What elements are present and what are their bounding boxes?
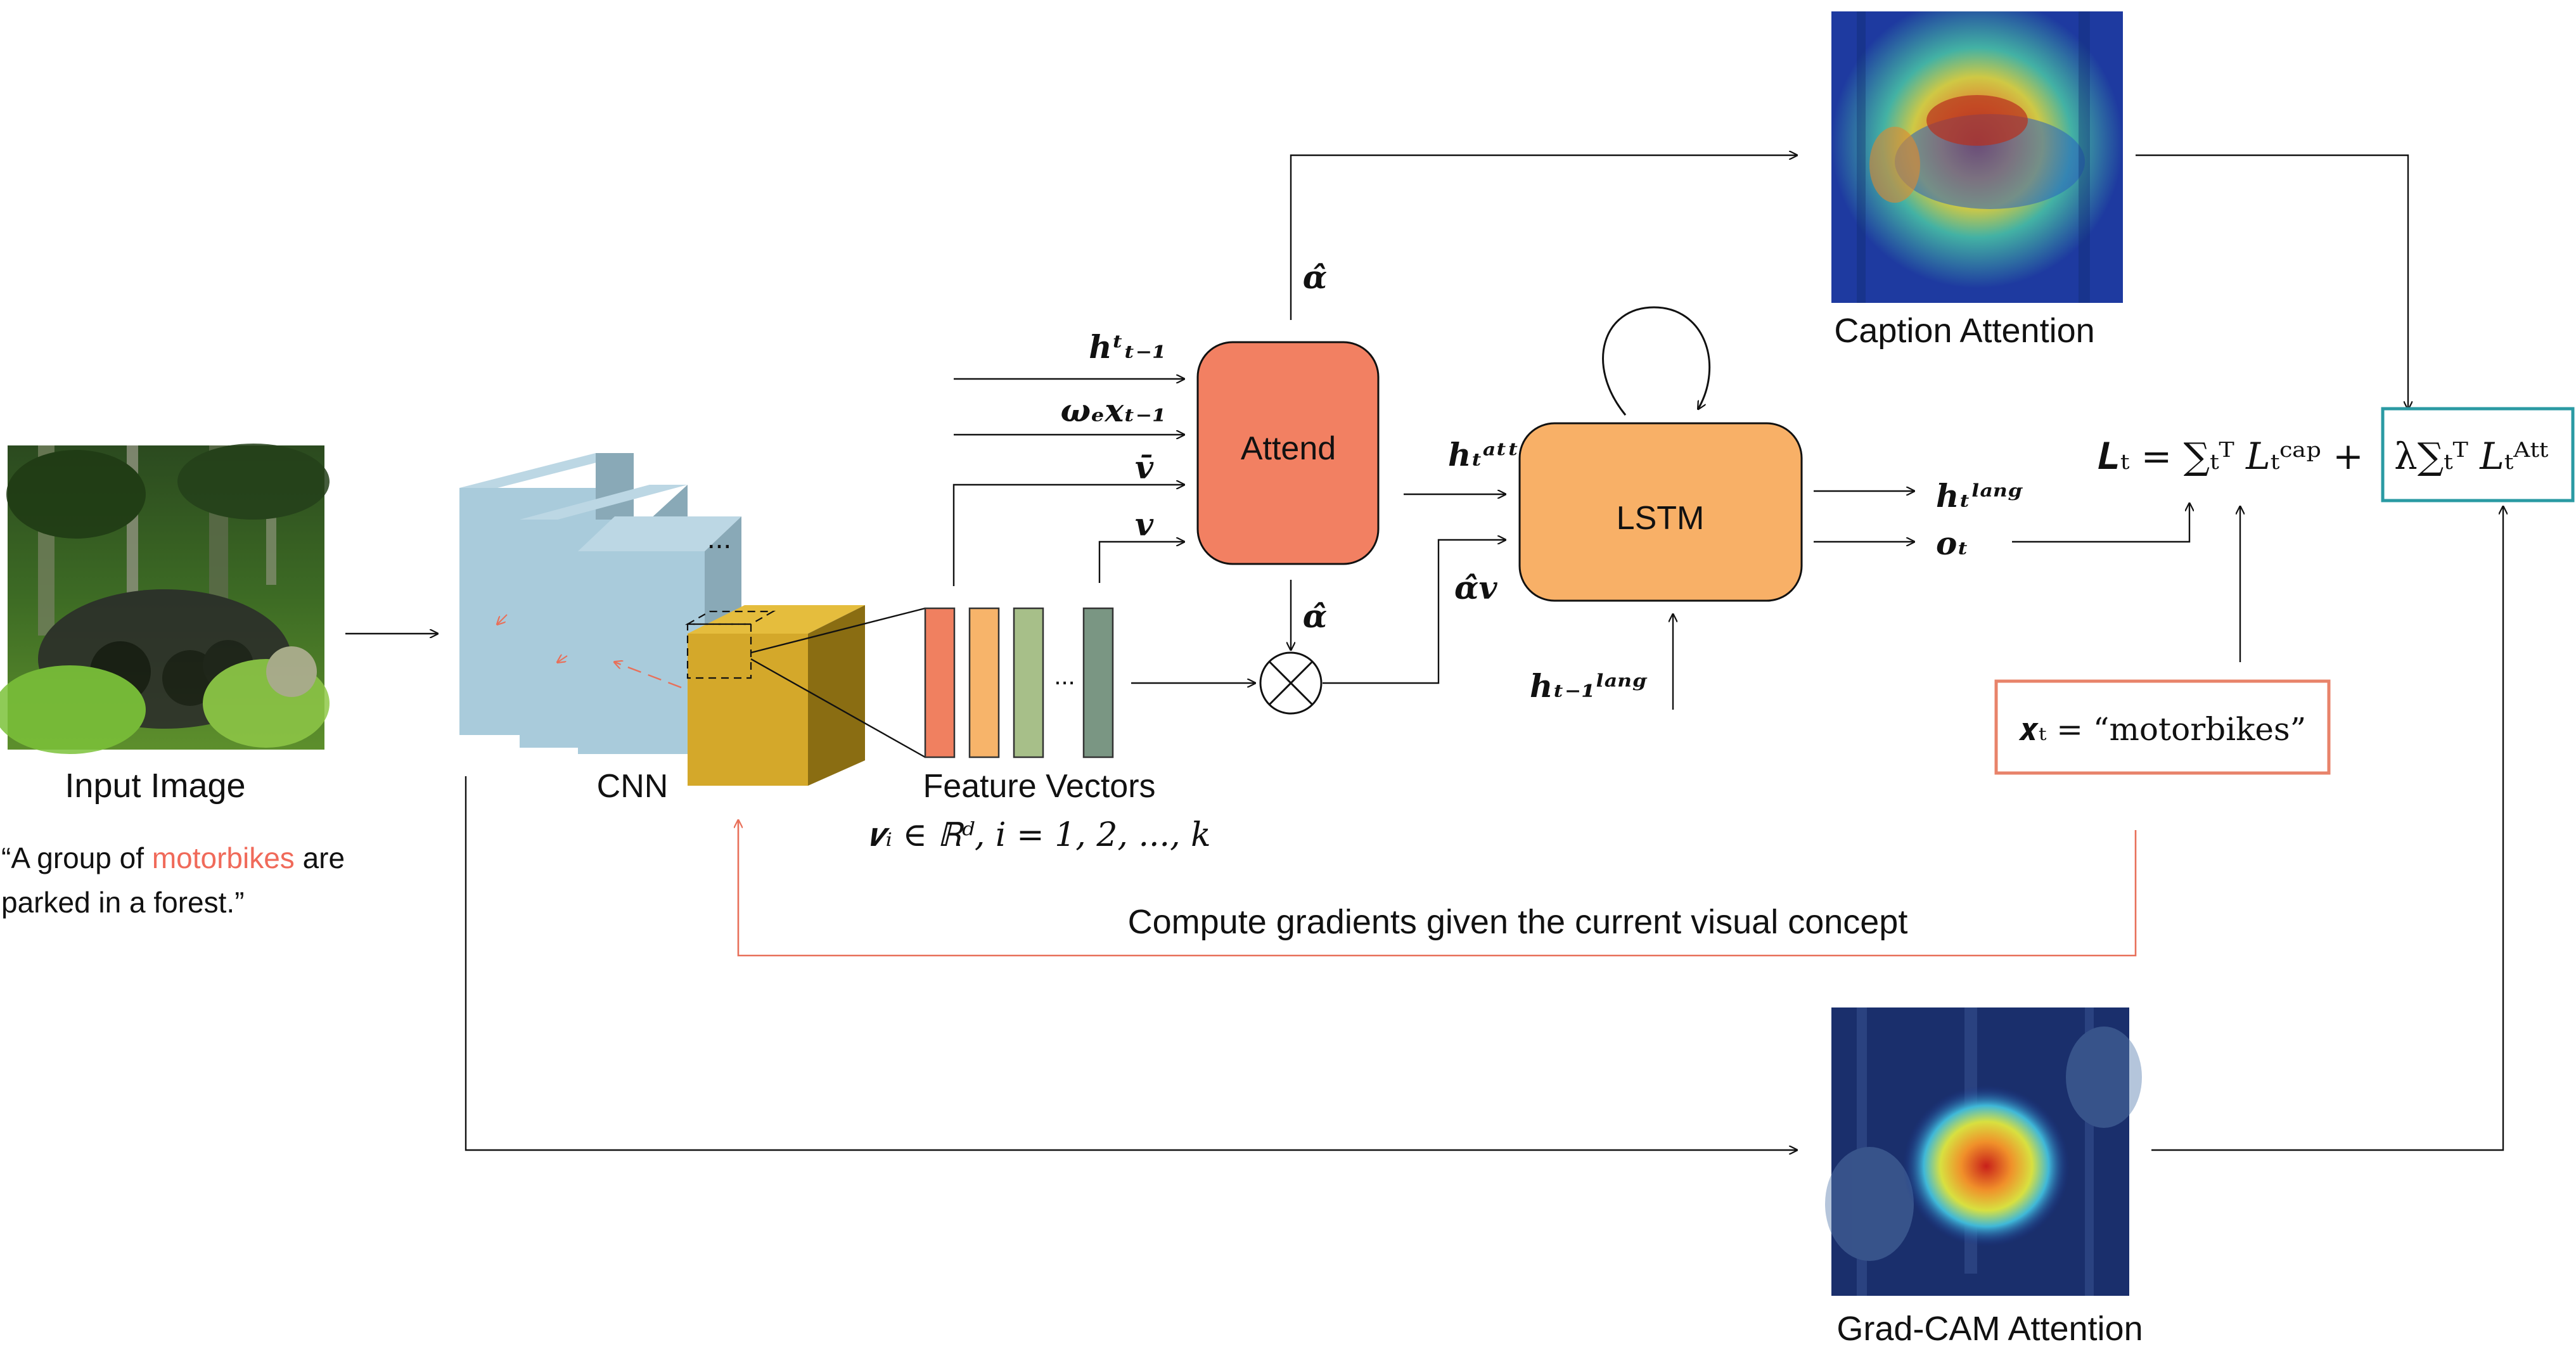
arrow-cnn-to-gradcam xyxy=(465,776,1797,1150)
gradient-text: Compute gradients given the current visu… xyxy=(1128,903,1908,941)
lstm-input-top: 𝒉ₜᵃᵗᵗ xyxy=(1448,436,1519,473)
attend-input-h-att: 𝒉ᵗₜ₋₁ xyxy=(1089,328,1166,366)
attend-label: Attend xyxy=(1241,430,1336,467)
input-caption-line2: parked in a forest.” xyxy=(1,886,245,919)
attend-input-v: 𝒗 xyxy=(1135,506,1154,543)
feature-vectors xyxy=(924,607,1114,758)
feature-vector-3 xyxy=(1013,607,1044,758)
feature-formula: 𝒗ᵢ ∈ ℝᵈ, i = 1, 2, ..., k xyxy=(868,816,1210,854)
att-loss-box xyxy=(2381,407,2575,502)
arrow-o-to-loss xyxy=(2012,504,2189,543)
multiply-node xyxy=(1259,651,1323,715)
input-caption-line1: “A group of motorbikes are xyxy=(1,841,345,874)
lstm-output-h: 𝒉ₜˡᵃⁿᵍ xyxy=(1936,477,2023,515)
arrow-vbar-to-attend xyxy=(952,485,1184,586)
attend-input-vbar: 𝒗̄ xyxy=(1135,449,1154,486)
projection-line-bottom xyxy=(750,658,926,758)
feature-vector-2 xyxy=(968,607,1000,758)
attend-output-down: 𝜶̂ xyxy=(1303,598,1327,635)
feature-vector-1 xyxy=(924,607,956,758)
feature-cube xyxy=(684,605,865,786)
lstm-input-lang: 𝒉ₜ₋₁ˡᵃⁿᵍ xyxy=(1530,667,1648,705)
feature-vectors-label: Feature Vectors xyxy=(923,768,1155,805)
attend-input-word: 𝝎ₑ𝒙ₜ₋₁ xyxy=(1061,392,1166,429)
caption-attention-image xyxy=(1831,11,2123,303)
arrow-caption-to-loss xyxy=(2136,154,2408,409)
gradcam-attention-label: Grad-CAM Attention xyxy=(1836,1310,2143,1348)
input-image xyxy=(0,444,330,754)
gradient-feedback-arrow xyxy=(738,821,2137,957)
input-image-label: Input Image xyxy=(65,767,245,805)
arrow-v-to-attend xyxy=(1098,542,1184,583)
attend-output-up: 𝜶̂ xyxy=(1303,259,1327,296)
arrow-multiply-to-lstm xyxy=(1323,540,1505,684)
concept-formula: 𝒙ₜ = “motorbikes” xyxy=(2018,711,2306,748)
lstm-output-o: 𝒐ₜ xyxy=(1936,525,1969,562)
feature-vector-4 xyxy=(1082,607,1114,758)
arrow-attend-to-caption xyxy=(1290,155,1797,320)
lstm-recurrence-loop xyxy=(1602,306,1711,416)
cnn-label: CNN xyxy=(597,768,669,805)
cnn-dots: ... xyxy=(707,521,731,554)
loss-formula-right: λ∑ₜᵀ 𝐿ₜᴬᵗᵗ xyxy=(2394,435,2549,478)
arrow-gradcam-to-loss xyxy=(2151,507,2503,1151)
attend-block xyxy=(1196,341,1380,565)
lstm-input-bottom: 𝜶̂𝒗 xyxy=(1454,569,1497,606)
loss-formula-left: 𝑳ₜ = ∑ₜᵀ 𝐿ₜᶜᵃᵖ + xyxy=(2098,435,2364,478)
projection-line-top xyxy=(750,607,926,654)
lstm-label: LSTM xyxy=(1617,500,1705,537)
lstm-block xyxy=(1518,422,1803,602)
caption-highlight: motorbikes xyxy=(152,841,295,874)
caption-attention-label: Caption Attention xyxy=(1834,312,2094,350)
gradcam-attention-image xyxy=(1825,1007,2142,1296)
concept-box xyxy=(1994,679,2331,775)
feature-dots: ... xyxy=(1054,662,1075,690)
